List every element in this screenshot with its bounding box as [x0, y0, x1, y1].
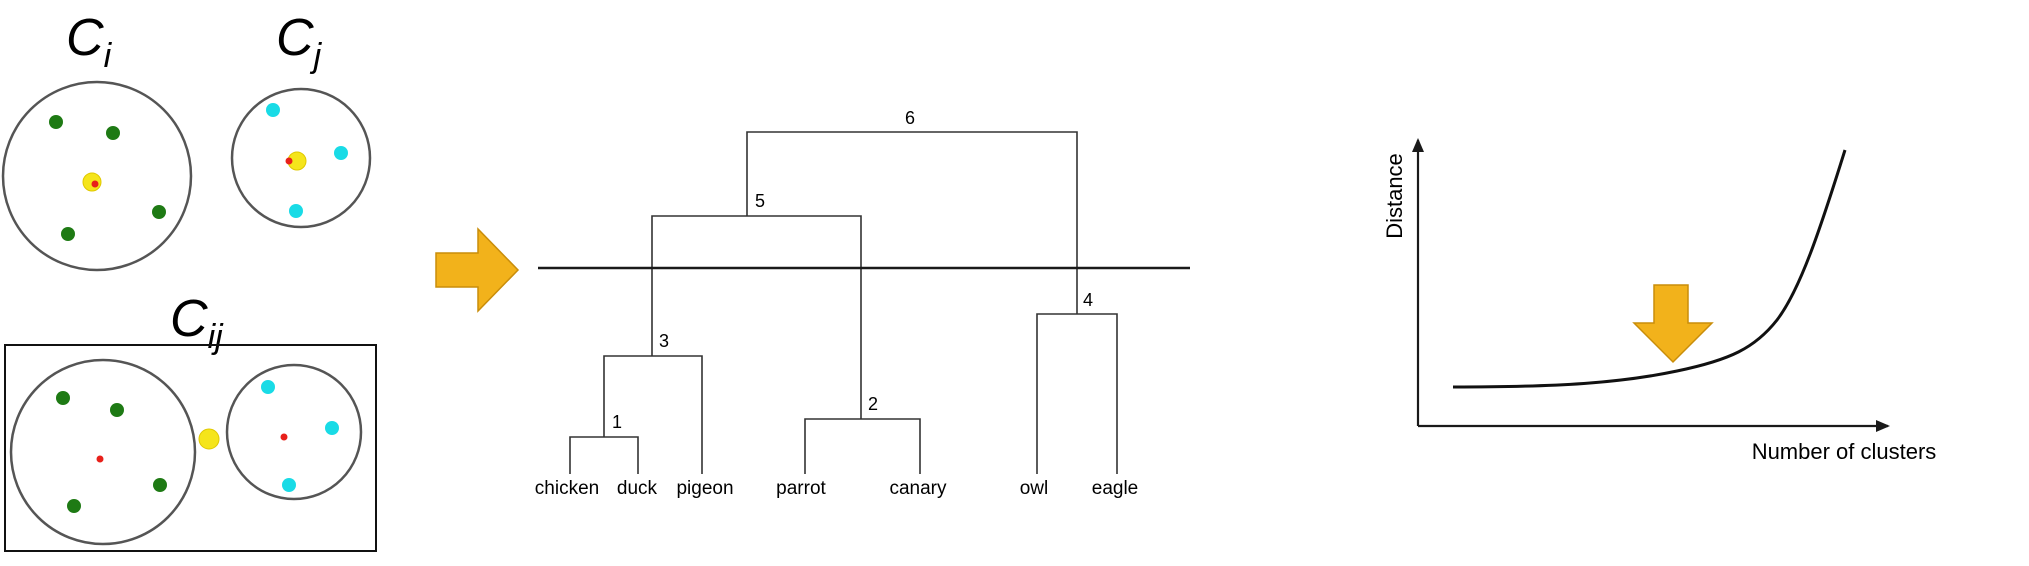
- y-axis-label: Distance: [1382, 153, 1407, 239]
- leaf-label-owl: owl: [1020, 478, 1049, 499]
- cyan-point: [261, 380, 275, 394]
- green-point: [106, 126, 120, 140]
- cluster-j-circle: [230, 87, 372, 229]
- merge-3-link: [603, 355, 703, 474]
- merge-label-5: 5: [755, 191, 765, 211]
- green-point: [49, 115, 63, 129]
- cluster-ij-label: Cij: [170, 290, 224, 356]
- green-point: [152, 205, 166, 219]
- x-axis-label: Number of clusters: [1752, 439, 1937, 464]
- merge-5-link: [651, 215, 862, 419]
- green-point: [153, 478, 167, 492]
- cyan-point: [266, 103, 280, 117]
- cyan-point: [325, 421, 339, 435]
- merge-2-link: [804, 418, 921, 474]
- cluster-ij-sub: ij: [208, 318, 225, 356]
- merge-label-1: 1: [612, 412, 622, 432]
- merge-label-2: 2: [868, 394, 878, 414]
- centroid-red: [285, 157, 293, 165]
- merge-1-link: [569, 436, 639, 474]
- leaf-label-chicken: chicken: [535, 478, 599, 499]
- right-arrow-icon: [435, 227, 520, 313]
- distance-curve: [1452, 149, 1847, 389]
- leaf-label-eagle: eagle: [1092, 478, 1139, 499]
- merge-label-6: 6: [905, 108, 915, 128]
- cluster-ij-main: C: [170, 290, 208, 348]
- merge-4-link: [1036, 313, 1118, 474]
- centroid-yellow: [82, 172, 102, 192]
- elbow-chart: Distance Number of clusters: [1382, 138, 1937, 464]
- leaf-label-duck: duck: [617, 478, 658, 499]
- cluster-i-label: Ci: [66, 9, 113, 75]
- cluster-i-circle: [1, 80, 193, 272]
- dendrogram: [569, 131, 1118, 474]
- cyan-point: [289, 204, 303, 218]
- merge-6-link: [746, 131, 1078, 314]
- merge-label-3: 3: [659, 331, 669, 351]
- green-point: [67, 499, 81, 513]
- cluster-j-label: Cj: [276, 9, 323, 75]
- merge-label-4: 4: [1083, 290, 1093, 310]
- centroid-red: [96, 455, 104, 463]
- leaf-label-pigeon: pigeon: [676, 478, 733, 499]
- merged-right-circle: [225, 363, 363, 501]
- cyan-point: [334, 146, 348, 160]
- elbow-arrow-icon: [1632, 284, 1714, 364]
- merged-cluster-box: [4, 344, 377, 552]
- green-point: [61, 227, 75, 241]
- cluster-i-sub: i: [104, 37, 113, 75]
- green-point: [56, 391, 70, 405]
- centroid-red: [280, 433, 288, 441]
- leaf-label-canary: canary: [889, 478, 947, 499]
- green-point: [110, 403, 124, 417]
- merged-left-circle: [9, 358, 197, 546]
- merged-centroid-yellow: [198, 428, 220, 450]
- leaf-label-parrot: parrot: [776, 478, 826, 499]
- cluster-j-main: C: [276, 9, 314, 67]
- cyan-point: [282, 478, 296, 492]
- cluster-i-main: C: [66, 9, 104, 67]
- cluster-j-sub: j: [310, 37, 323, 75]
- centroid-red: [91, 180, 99, 188]
- cluster-panel: Ci Cj Cij: [1, 9, 377, 552]
